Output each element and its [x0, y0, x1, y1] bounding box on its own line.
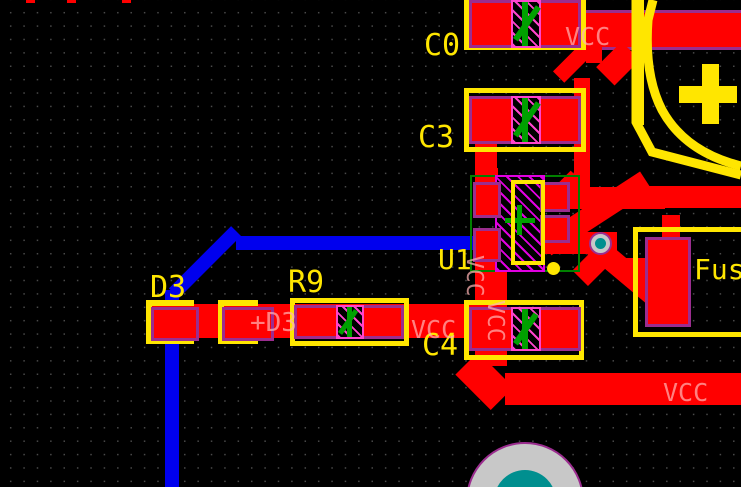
- via-small-hole: [595, 238, 606, 249]
- designator-C4: C4: [422, 328, 459, 363]
- D3b-silk-bottom: [218, 338, 258, 344]
- net-label-vcc-u1-a: VCC: [461, 255, 487, 297]
- D3-silk-bottom: [146, 338, 194, 344]
- D3b-pad[interactable]: [222, 307, 274, 341]
- Fuse-pad-1[interactable]: [645, 237, 691, 327]
- D3b-silk-tl: [218, 300, 224, 344]
- R9-pad-1[interactable]: [294, 305, 342, 339]
- clipped-mark-2: [67, 0, 76, 3]
- U1-center-mark-h: [505, 218, 535, 223]
- net-label-plus-d3: +D3: [250, 308, 297, 338]
- C3-silkscreen-outline: [464, 88, 586, 152]
- U1-pad-2[interactable]: [473, 228, 501, 262]
- net-label-vcc-top: VCC: [565, 22, 611, 51]
- net-label-vcc-c4: VCC: [411, 315, 457, 344]
- net-label-vcc-bottom: VCC: [663, 378, 709, 407]
- origin-cross-icon-v: [702, 64, 719, 124]
- trace-vcc-bottom-bus[interactable]: [505, 373, 741, 405]
- silk-arc: [631, 0, 741, 180]
- designator-U1: U1: [438, 243, 472, 276]
- designator-D3: D3: [150, 270, 187, 305]
- U1-assembly-outline: [511, 180, 545, 265]
- net-label-vcc-u1-b: VCC: [482, 300, 508, 342]
- U1-pad-4[interactable]: [540, 215, 570, 243]
- trace-u1-upper-right[interactable]: [545, 187, 665, 209]
- Fuse-silkscreen-outline: [633, 227, 741, 337]
- through-hole-pad-large-hole: [494, 470, 556, 487]
- D3-silk-top: [146, 300, 194, 306]
- via-small[interactable]: [589, 232, 612, 255]
- U1-pin1-dot: [547, 262, 560, 275]
- designator-R9: R9: [288, 265, 325, 300]
- designator-C0: C0: [424, 28, 461, 63]
- U1-pad-1[interactable]: [473, 182, 501, 218]
- D3b-silk-top: [218, 300, 258, 306]
- designator-Fuse: Fuse: [694, 253, 741, 286]
- C4-silkscreen-outline: [464, 300, 584, 360]
- clipped-mark-3: [122, 0, 131, 3]
- R9-silkscreen-outline: [290, 298, 409, 346]
- designator-C3: C3: [418, 120, 455, 155]
- clipped-mark-1: [26, 0, 35, 3]
- D3-pad-1[interactable]: [151, 307, 199, 341]
- D3-silk-left: [146, 300, 152, 344]
